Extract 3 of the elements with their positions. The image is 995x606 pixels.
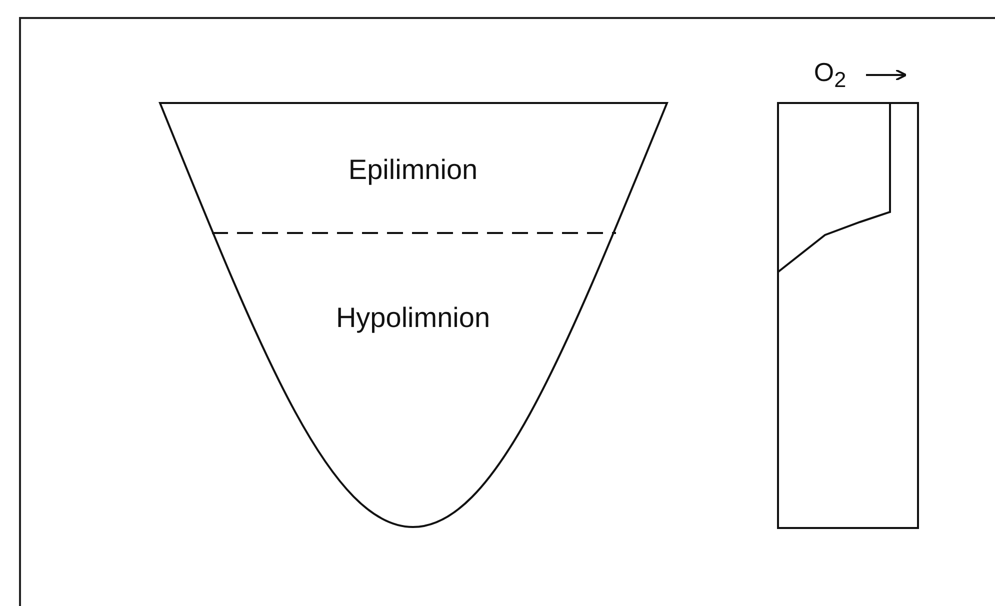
- layer-label: Hypolimnion: [336, 302, 490, 334]
- layer-label: Epilimnion: [348, 154, 478, 186]
- axis-label: O$_{2}$: [814, 56, 846, 94]
